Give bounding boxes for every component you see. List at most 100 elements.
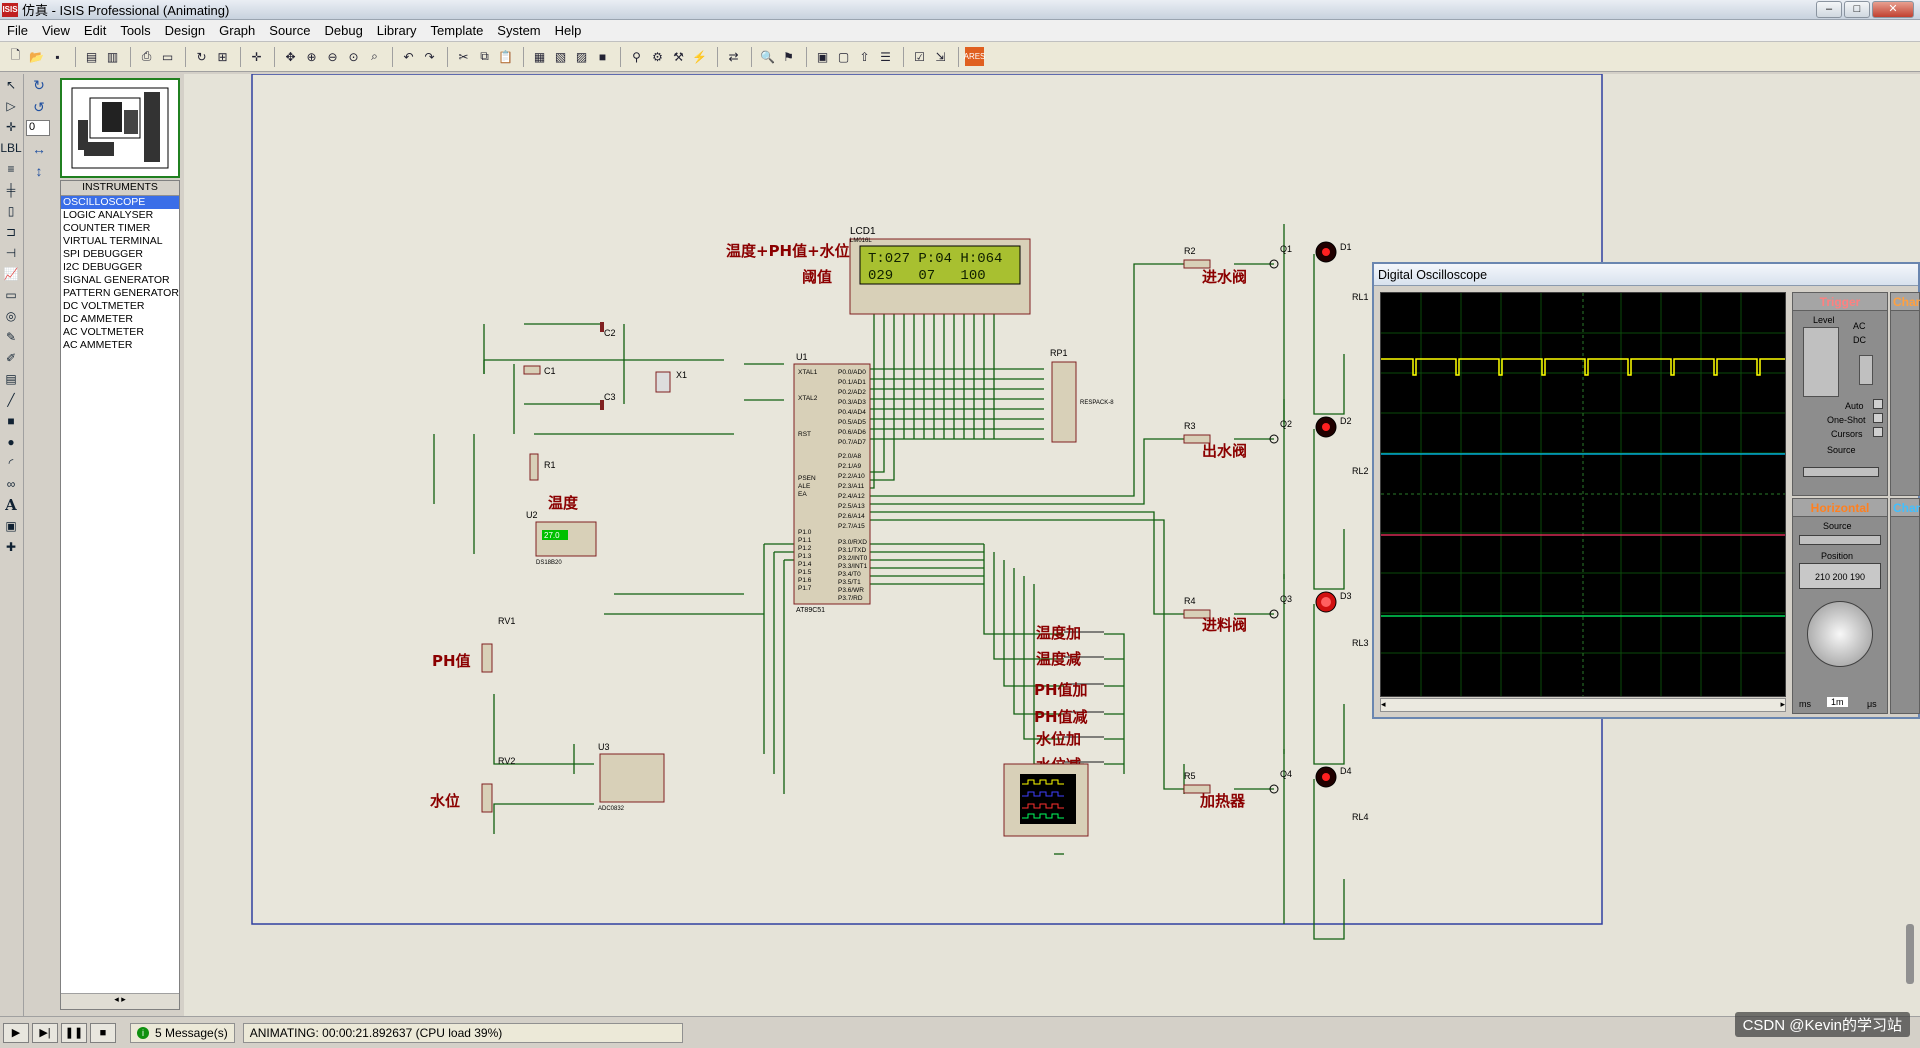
line-mode-icon[interactable]: ╱	[7, 392, 15, 407]
pause-button[interactable]: ❚❚	[61, 1022, 87, 1043]
new-file-icon[interactable]: 🗋	[10, 48, 21, 62]
new-sheet-icon[interactable]: ▣	[816, 49, 829, 64]
paste-icon[interactable]: 📋	[498, 49, 513, 64]
menu-edit[interactable]: Edit	[83, 23, 107, 38]
pick-device-icon[interactable]: ⚲	[632, 49, 641, 64]
box-mode-icon[interactable]: ■	[7, 413, 15, 428]
overview-window[interactable]	[60, 78, 180, 178]
redo-icon[interactable]: ↷	[424, 49, 435, 64]
zoom-in-icon[interactable]: ⊕	[306, 49, 317, 64]
instrument-virtual-terminal[interactable]: VIRTUAL TERMINAL	[63, 235, 163, 247]
mirror-y-icon[interactable]: ↕	[35, 163, 43, 179]
minimize-button[interactable]: –	[1816, 1, 1842, 18]
graph-mode-icon[interactable]: 📈	[3, 266, 19, 281]
export-icon[interactable]: ▥	[106, 49, 119, 64]
text-script-mode-icon[interactable]: ≡	[7, 161, 15, 176]
symbol-mode-icon[interactable]: ▣	[5, 518, 17, 533]
block-rotate-icon[interactable]: ▨	[575, 49, 588, 64]
block-delete-icon[interactable]: ■	[598, 49, 607, 64]
arc-mode-icon[interactable]: ◜	[8, 455, 14, 470]
print-area-icon[interactable]: ▭	[161, 49, 174, 64]
origin-icon[interactable]: ✛	[251, 49, 262, 64]
block-move-icon[interactable]: ▧	[554, 49, 567, 64]
horizontal-position-value[interactable]: 210 200 190	[1799, 563, 1881, 589]
pan-icon[interactable]: ✥	[285, 49, 296, 64]
instrument-dc-ammeter[interactable]: DC AMMETER	[63, 313, 134, 325]
component-mode-icon[interactable]: ▷	[6, 98, 16, 113]
instrument-ac-voltmeter[interactable]: AC VOLTMETER	[63, 326, 144, 338]
print-icon[interactable]: ⎙	[141, 49, 152, 63]
instrument-dc-voltmeter[interactable]: DC VOLTMETER	[63, 300, 145, 312]
ares-icon[interactable]: ARES	[964, 47, 985, 66]
tape-recorder-icon[interactable]: ▭	[5, 287, 17, 302]
play-button[interactable]: ▶	[3, 1022, 29, 1043]
zoom-area-icon[interactable]: ⌕	[371, 49, 378, 63]
instrument-spi-debugger[interactable]: SPI DEBUGGER	[63, 248, 143, 260]
refresh-icon[interactable]: ↻	[196, 49, 207, 64]
rotation-angle-input[interactable]: 0	[26, 120, 50, 136]
remove-sheet-icon[interactable]: ▢	[837, 49, 850, 64]
path-mode-icon[interactable]: ∞	[6, 476, 16, 491]
messages-box[interactable]: i 5 Message(s)	[130, 1022, 235, 1043]
coupling-switch[interactable]	[1859, 355, 1873, 385]
menu-library[interactable]: Library	[376, 23, 417, 38]
menu-graph[interactable]: Graph	[219, 23, 256, 38]
decompose-icon[interactable]: ⚡	[692, 49, 707, 64]
auto-toggle[interactable]	[1873, 399, 1883, 409]
instrument-list-scrollbar[interactable]: ◂ ▸	[61, 993, 179, 1009]
instrument-oscilloscope[interactable]: OSCILLOSCOPE	[61, 196, 179, 209]
menu-template[interactable]: Template	[430, 23, 484, 38]
timebase-value[interactable]: 1m	[1827, 697, 1848, 707]
stop-button[interactable]: ■	[90, 1022, 116, 1043]
zoom-all-icon[interactable]: ⊙	[348, 49, 359, 64]
property-tool-icon[interactable]: ⚑	[783, 49, 794, 64]
block-copy-icon[interactable]: ▦	[533, 49, 546, 64]
search-icon[interactable]: 🔍	[760, 49, 775, 64]
voltage-probe-icon[interactable]: ✎	[5, 329, 17, 344]
terminal-mode-icon[interactable]: ⊐	[5, 224, 17, 239]
instrument-counter-timer[interactable]: COUNTER TIMER	[63, 222, 151, 234]
wire-label-mode-icon[interactable]: LBL	[0, 140, 22, 155]
trigger-level-slider[interactable]	[1803, 327, 1839, 397]
instrument-signal-generator[interactable]: SIGNAL GENERATOR	[63, 274, 170, 286]
pin-mode-icon[interactable]: ⊣	[5, 245, 17, 260]
zoom-out-icon[interactable]: ⊖	[327, 49, 338, 64]
digital-oscilloscope-window[interactable]: Digital Oscilloscope ◂▸ Trigger Level AC…	[1372, 262, 1920, 719]
menu-source[interactable]: Source	[269, 23, 311, 38]
make-device-icon[interactable]: ⚙	[652, 49, 663, 64]
rotate-clockwise-icon[interactable]: ↻	[33, 76, 45, 93]
instrument-ac-ammeter[interactable]: AC AMMETER	[63, 339, 133, 351]
package-tool-icon[interactable]: ⚒	[673, 49, 684, 64]
oneshot-toggle[interactable]	[1873, 413, 1883, 423]
marker-mode-icon[interactable]: ✚	[5, 539, 17, 554]
close-button[interactable]: ✕	[1872, 1, 1914, 18]
canvas-vscroll[interactable]	[1906, 924, 1914, 984]
current-probe-icon[interactable]: ✐	[5, 350, 17, 365]
subcircuit-mode-icon[interactable]: ▯	[7, 203, 15, 218]
erc-icon[interactable]: ☑	[914, 49, 925, 64]
bom-icon[interactable]: ☰	[880, 49, 891, 64]
menu-design[interactable]: Design	[164, 23, 206, 38]
step-button[interactable]: ▶|	[32, 1022, 58, 1043]
instrument-logic-analyser[interactable]: LOGIC ANALYSER	[63, 209, 154, 221]
open-file-icon[interactable]: 📂	[29, 49, 44, 64]
cursors-toggle[interactable]	[1873, 427, 1883, 437]
horizontal-source-slider[interactable]	[1799, 535, 1881, 545]
menu-debug[interactable]: Debug	[324, 23, 363, 38]
menu-file[interactable]: File	[7, 23, 28, 38]
menu-system[interactable]: System	[497, 23, 541, 38]
circle-mode-icon[interactable]: ●	[7, 434, 15, 449]
wire-autorouter-icon[interactable]: ⇄	[728, 49, 739, 64]
rotate-anticlockwise-icon[interactable]: ↺	[33, 98, 45, 115]
virtual-instruments-icon[interactable]: ▤	[5, 371, 17, 386]
cut-icon[interactable]: ✂	[458, 49, 469, 64]
menu-view[interactable]: View	[41, 23, 70, 38]
menu-tools[interactable]: Tools	[120, 23, 151, 38]
copy-icon[interactable]: ⧉	[480, 49, 489, 63]
timebase-knob[interactable]	[1807, 601, 1873, 667]
oscilloscope-hscroll[interactable]: ◂▸	[1380, 698, 1786, 712]
selection-mode-icon[interactable]: ↖	[5, 77, 17, 92]
instrument-pattern-generator[interactable]: PATTERN GENERATOR	[63, 287, 179, 299]
netlist-icon[interactable]: ⇲	[935, 49, 946, 64]
menu-help[interactable]: Help	[554, 23, 582, 38]
